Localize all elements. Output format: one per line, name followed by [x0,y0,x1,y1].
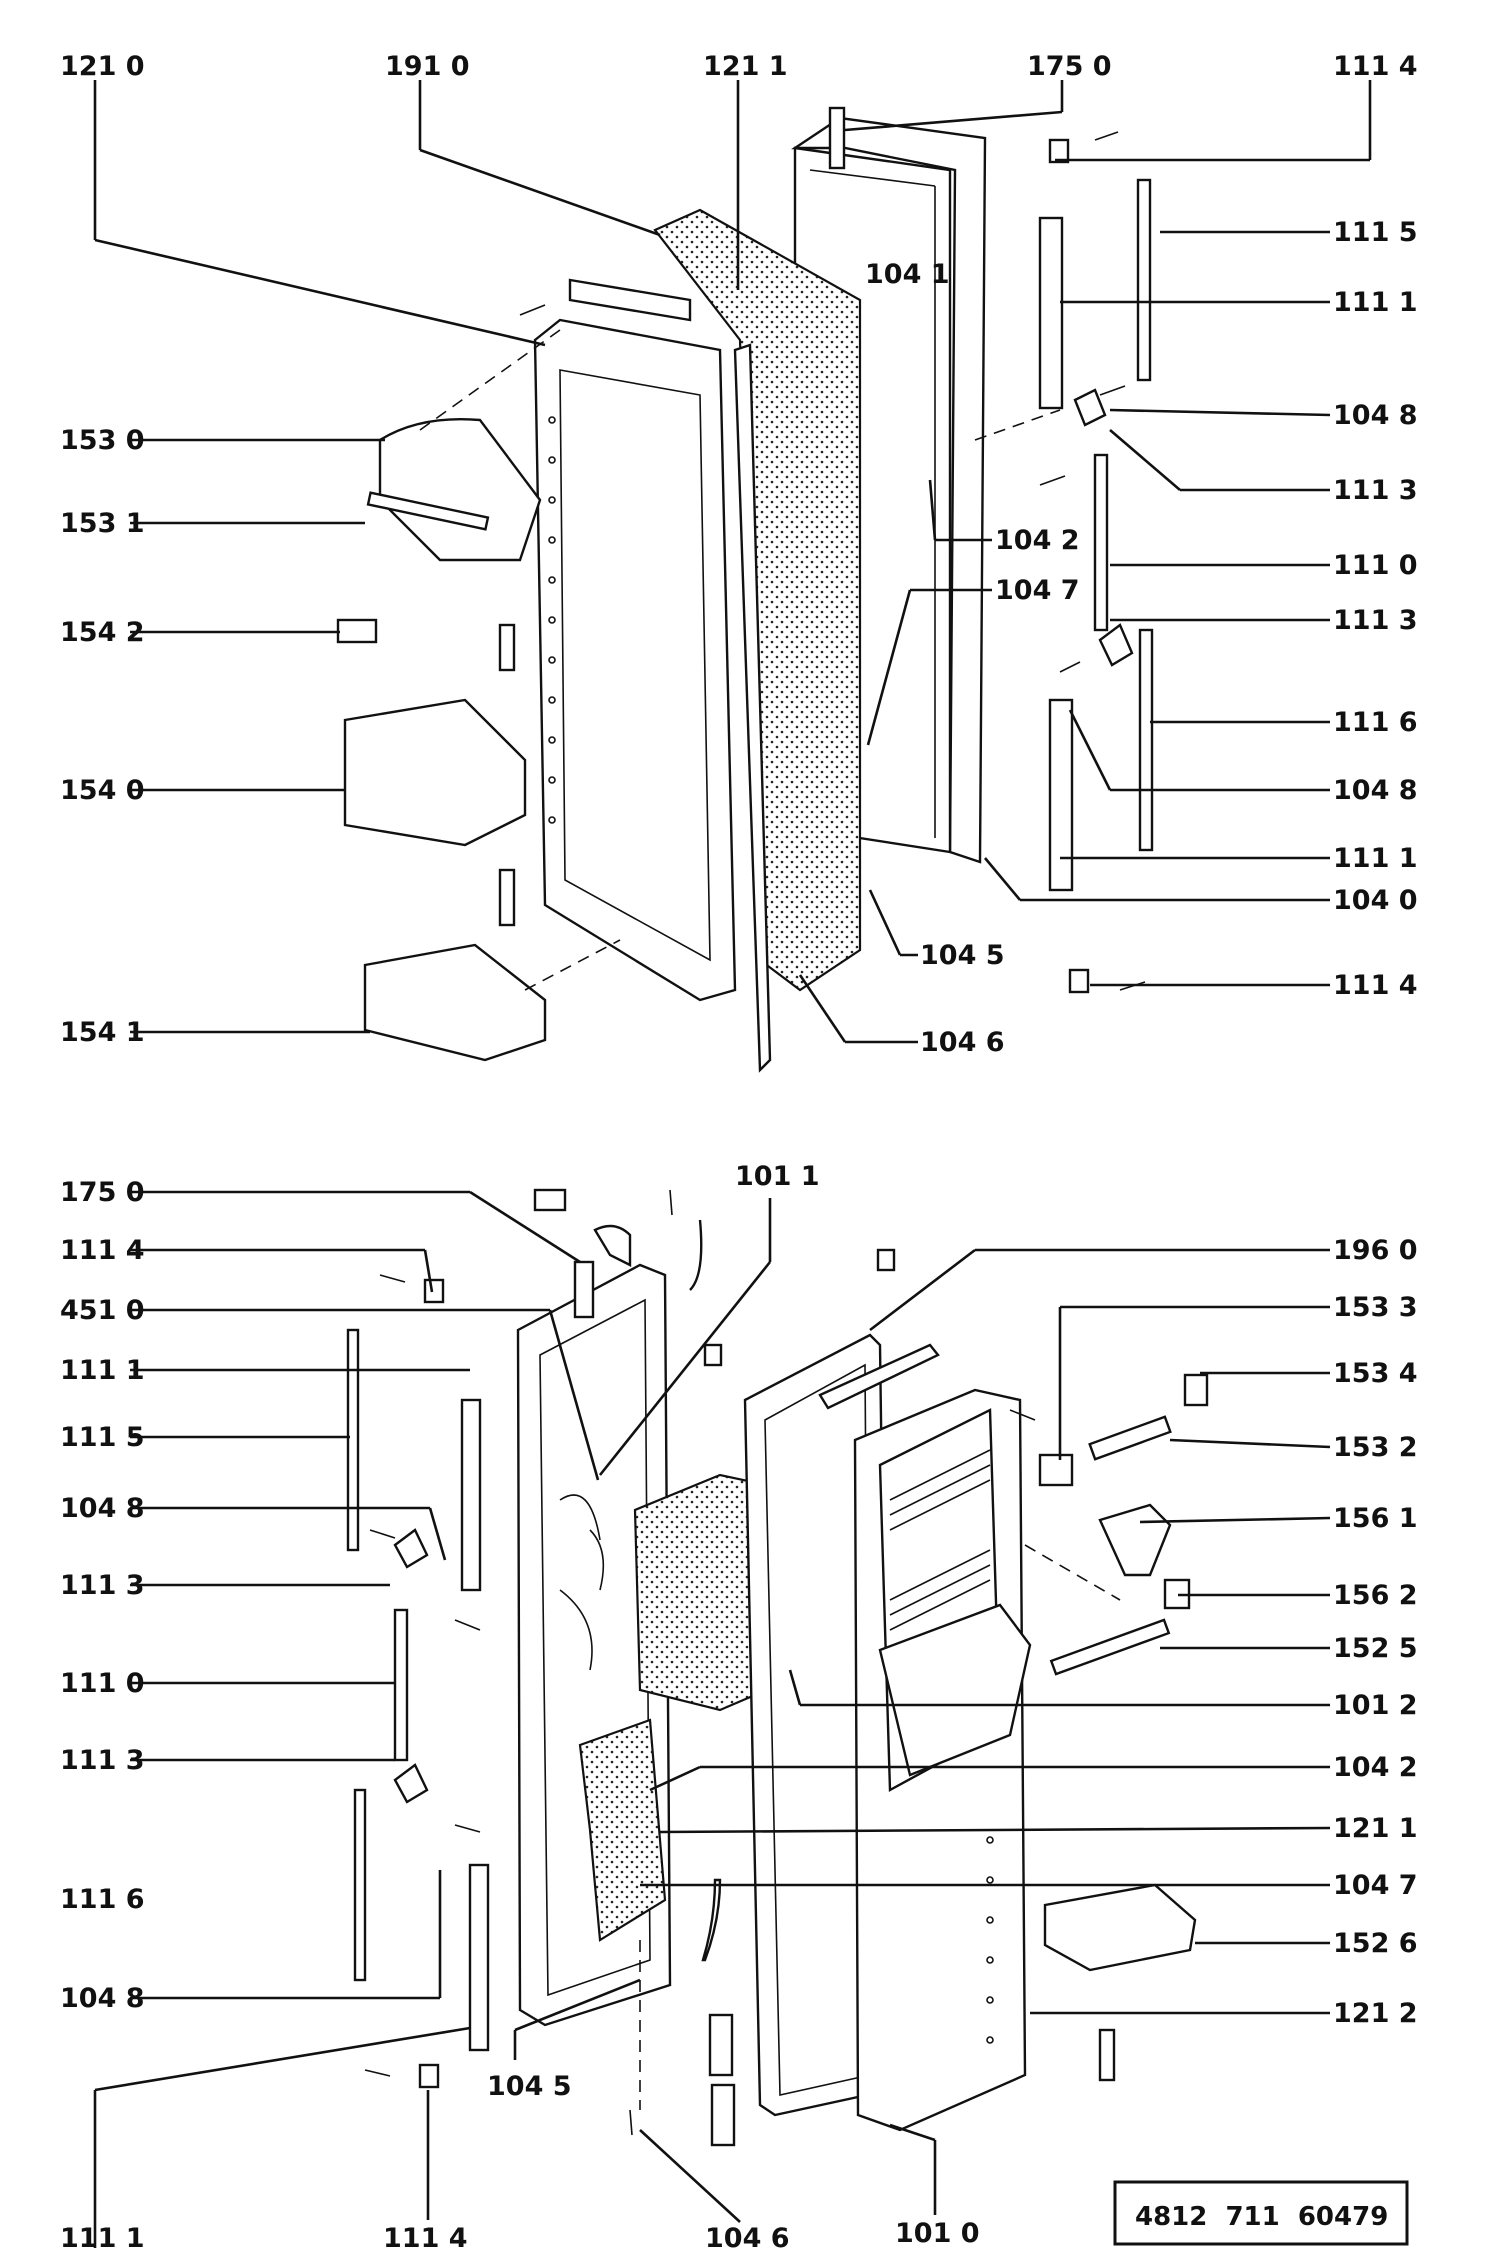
catalog-number-box: 4812 711 60479 [1113,2180,1409,2246]
label: 156 1 [1333,1503,1418,1534]
label: 451 0 [60,1295,145,1326]
label: 111 3 [60,1570,145,1601]
door-bin-small [363,943,547,1062]
label: 111 3 [60,1745,145,1776]
hinge-bracket-bottom [1138,628,1154,852]
label: 156 2 [1333,1580,1418,1611]
bin-rail [366,491,490,531]
label: 121 0 [60,51,145,82]
label: 104 6 [705,2223,790,2254]
outer-door-panel [791,116,987,864]
hinge-cover-bottom [1048,698,1074,892]
hinge-bar [1093,453,1109,632]
door-gasket [733,343,772,1073]
label: 111 1 [60,1355,145,1386]
bottom-leader-lines [93,1190,1331,2248]
door-bin-large [343,698,527,847]
label: 101 2 [1333,1690,1418,1721]
hinge-bracket-top [1136,178,1152,382]
hinge-cover-bottom [468,1863,490,2052]
label: 104 8 [1333,400,1418,431]
label: 121 1 [703,51,788,82]
label: 154 2 [60,617,145,648]
label: 153 3 [1333,1292,1418,1323]
label: 104 8 [1333,775,1418,806]
label: 191 0 [385,51,470,82]
label: 111 0 [1333,550,1418,581]
label: 153 0 [60,425,145,456]
label: 153 2 [1333,1432,1418,1463]
bottom-part-labels: 175 0 101 1 111 4 196 0 451 0 153 3 111 … [60,1161,1418,2254]
drip-tray [1043,1883,1197,1972]
label: 111 3 [1333,475,1418,506]
dispenser-switch [1183,1373,1209,1407]
label: 111 4 [1333,51,1418,82]
label: 111 5 [1333,217,1418,248]
door-handle-bar [828,106,846,170]
trim-strip [1049,1618,1171,1676]
label: 111 3 [1333,605,1418,636]
label: 104 2 [995,525,1080,556]
funnel [1098,1503,1172,1577]
label: 104 7 [1333,1870,1418,1901]
label: 111 6 [60,1884,145,1915]
label: 104 8 [60,1983,145,2014]
label: 154 1 [60,1017,145,1048]
label: 175 0 [1027,51,1112,82]
hinge-cover-top [1038,216,1064,410]
door-handle-bar [573,1260,595,1319]
label: 104 5 [920,940,1005,971]
top-door-assembly [336,106,1154,1073]
label: 111 1 [60,2223,145,2254]
label: 104 8 [60,1493,145,1524]
label: 104 7 [995,575,1080,606]
label: 111 4 [60,1235,145,1266]
label: 121 1 [1333,1813,1418,1844]
label: 101 1 [735,1161,820,1192]
label: 152 5 [1333,1633,1418,1664]
label: 104 6 [920,1027,1005,1058]
label: 152 6 [1333,1928,1418,1959]
catalog-number: 4812 711 60479 [1135,2202,1388,2232]
label: 111 6 [1333,707,1418,738]
label: 153 4 [1333,1358,1418,1389]
label: 175 0 [60,1177,145,1208]
label: 111 4 [383,2223,468,2254]
label: 153 1 [60,508,145,539]
label: 154 0 [60,775,145,806]
bottom-door-assembly [346,1188,1209,2147]
bin-cover [378,417,542,562]
hinge-bracket-bottom [353,1788,367,1982]
label: 111 1 [1333,843,1418,874]
hinge-cover-top [460,1398,482,1592]
dispenser-rail [1088,1415,1172,1461]
inner-door-liner [533,318,737,1002]
label: 101 0 [895,2218,980,2249]
label: 111 1 [1333,287,1418,318]
top-leader-lines [93,80,1372,1044]
small-bracket [336,618,378,644]
label: 104 1 [865,259,950,290]
top-part-labels: 121 0 191 0 121 1 175 0 111 4 111 5 104 … [60,51,1418,1058]
label: 111 0 [60,1668,145,1699]
label: 104 2 [1333,1752,1418,1783]
dispenser-grille [889,1449,991,1631]
label: 111 5 [60,1422,145,1453]
label: 111 4 [1333,970,1418,1001]
label: 121 2 [1333,1998,1418,2029]
hinge-bracket-top [346,1328,360,1552]
label: 104 0 [1333,885,1418,916]
hinge-bar [393,1608,409,1762]
label: 104 5 [487,2071,572,2102]
label: 196 0 [1333,1235,1418,1266]
dispenser-lever [1038,1453,1074,1487]
